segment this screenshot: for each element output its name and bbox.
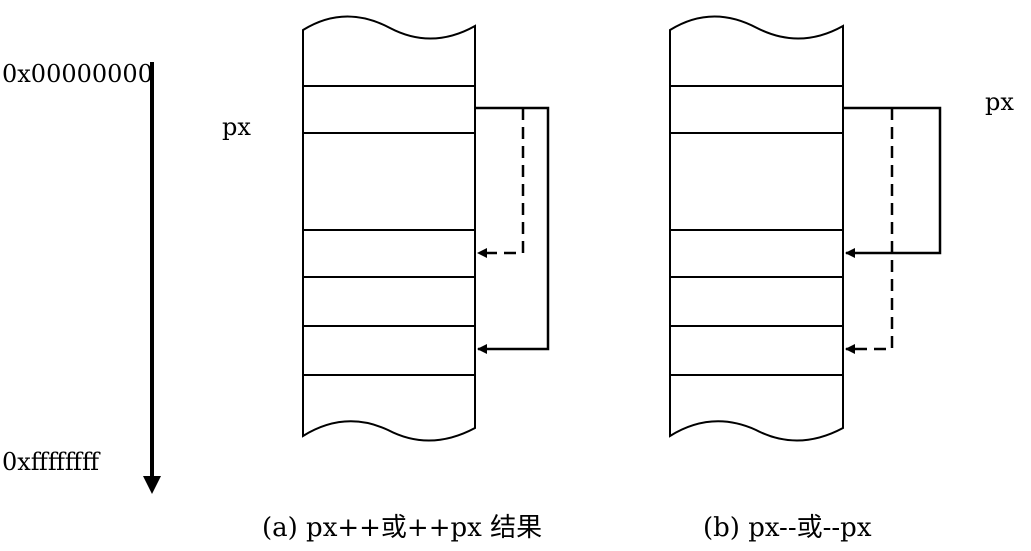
address-high-label: 0xffffffff — [2, 448, 101, 476]
dashed-pointer-arrow-a — [477, 108, 525, 258]
memory-block-b — [669, 15, 844, 442]
memory-cell-dividers-b — [670, 85, 843, 376]
pointer-label-px-b: px — [985, 88, 1014, 116]
caption-b: (b) px--或--px — [703, 513, 872, 543]
address-direction-arrowhead — [143, 476, 161, 494]
panel-b: px (b) px--或--px — [669, 15, 1014, 543]
memory-block-a — [302, 15, 476, 442]
memory-cell-dividers-a — [303, 85, 475, 376]
address-axis: 0x00000000 0xffffffff — [2, 60, 161, 494]
address-low-label: 0x00000000 — [2, 60, 153, 88]
caption-a: (a) px++或++px 结果 — [262, 513, 542, 543]
panel-a: px (a) px++或++px 结果 — [222, 15, 550, 543]
solid-pointer-arrow-a — [475, 106, 550, 354]
dashed-pointer-arrow-b — [845, 108, 894, 354]
pointer-label-px-a: px — [222, 113, 251, 141]
